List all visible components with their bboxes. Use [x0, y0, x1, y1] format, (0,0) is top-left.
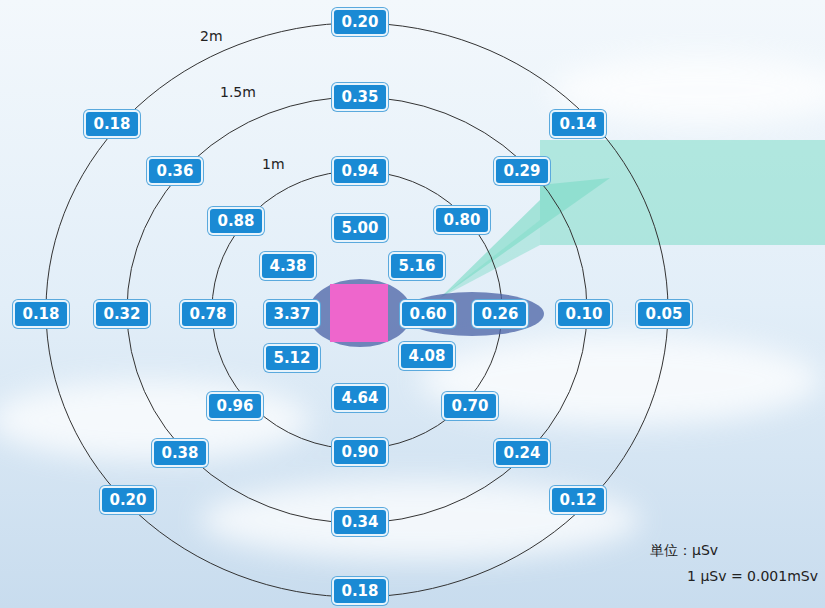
dose-value-box: 0.80: [434, 206, 489, 234]
dose-value-box: 0.05: [636, 300, 691, 328]
dose-value-box: 0.36: [147, 157, 202, 185]
dose-value-box: 0.24: [494, 439, 549, 467]
dose-value-box: 0.12: [550, 486, 605, 514]
distance-label: 2m: [200, 28, 223, 44]
distance-label: 1m: [262, 156, 285, 172]
dose-value: 5.16: [398, 257, 435, 275]
dose-value: 0.20: [341, 13, 378, 31]
dose-value-box: 0.29: [494, 157, 549, 185]
dose-value: 5.12: [273, 349, 310, 367]
dose-value: 4.64: [341, 389, 378, 407]
dose-value-box: 0.34: [332, 508, 387, 536]
dose-value: 0.60: [409, 305, 446, 323]
dose-value: 0.35: [341, 88, 378, 106]
dose-value-box: 0.18: [84, 110, 139, 138]
dose-value-box: 0.35: [332, 83, 387, 111]
dose-value-box: 0.20: [100, 486, 155, 514]
dose-value-box: 0.18: [13, 300, 68, 328]
dose-value-box: 0.78: [180, 300, 235, 328]
dose-value-box: 4.38: [260, 252, 315, 280]
unit-note: 単位：μSv: [650, 542, 718, 558]
dose-value: 0.10: [565, 305, 602, 323]
dose-value-box: 0.60: [400, 300, 455, 328]
patient: [308, 279, 544, 347]
dose-value: 5.00: [341, 219, 378, 237]
dose-value: 4.38: [269, 257, 306, 275]
dose-value: 0.18: [22, 305, 59, 323]
dose-value: 0.88: [217, 212, 254, 230]
dose-value: 0.32: [103, 305, 140, 323]
dose-value: 0.18: [341, 582, 378, 600]
dose-value-box: 3.37: [264, 300, 319, 328]
dose-value-box: 0.20: [332, 8, 387, 36]
dose-value-box: 4.08: [399, 342, 454, 370]
dose-value-box: 0.90: [332, 438, 387, 466]
dose-value-box: 0.26: [472, 300, 527, 328]
dose-value-box: 0.70: [442, 392, 497, 420]
clouds: [0, 55, 825, 560]
dose-value-box: 0.32: [94, 300, 149, 328]
dose-value-box: 5.12: [264, 344, 319, 372]
dose-value: 0.96: [216, 397, 253, 415]
dose-value-box: 0.10: [556, 300, 611, 328]
dose-value-box: 5.00: [332, 214, 387, 242]
dose-value: 0.36: [156, 162, 193, 180]
dose-value: 0.38: [161, 444, 198, 462]
dose-value: 3.37: [273, 305, 310, 323]
dose-value: 0.05: [645, 305, 682, 323]
dose-value: 0.34: [341, 513, 378, 531]
dose-value-box: 0.38: [152, 439, 207, 467]
dose-value: 0.78: [189, 305, 226, 323]
dose-value: 0.70: [451, 397, 488, 415]
dose-value-box: 0.96: [207, 392, 262, 420]
dose-value-box: 0.94: [332, 157, 387, 185]
dose-value: 4.08: [408, 347, 445, 365]
dose-value-box: 4.64: [332, 384, 387, 412]
dose-value: 0.29: [503, 162, 540, 180]
unit-note: 1 μSv = 0.001mSv: [687, 568, 818, 584]
dose-value-box: 0.88: [208, 207, 263, 235]
distance-rings: [46, 23, 668, 597]
dose-value: 0.20: [109, 491, 146, 509]
dose-value: 0.80: [443, 211, 480, 229]
beam: [440, 140, 825, 298]
dose-value: 0.94: [341, 162, 378, 180]
dose-value: 0.26: [481, 305, 518, 323]
dose-value-box: 5.16: [389, 252, 444, 280]
dose-value: 0.90: [341, 443, 378, 461]
dose-value: 0.14: [559, 115, 596, 133]
dose-value: 0.24: [503, 444, 540, 462]
dose-value: 0.12: [559, 491, 596, 509]
dose-value: 0.18: [93, 115, 130, 133]
dose-value-box: 0.18: [332, 577, 387, 605]
dose-value-box: 0.14: [550, 110, 605, 138]
distance-label: 1.5m: [220, 84, 256, 100]
